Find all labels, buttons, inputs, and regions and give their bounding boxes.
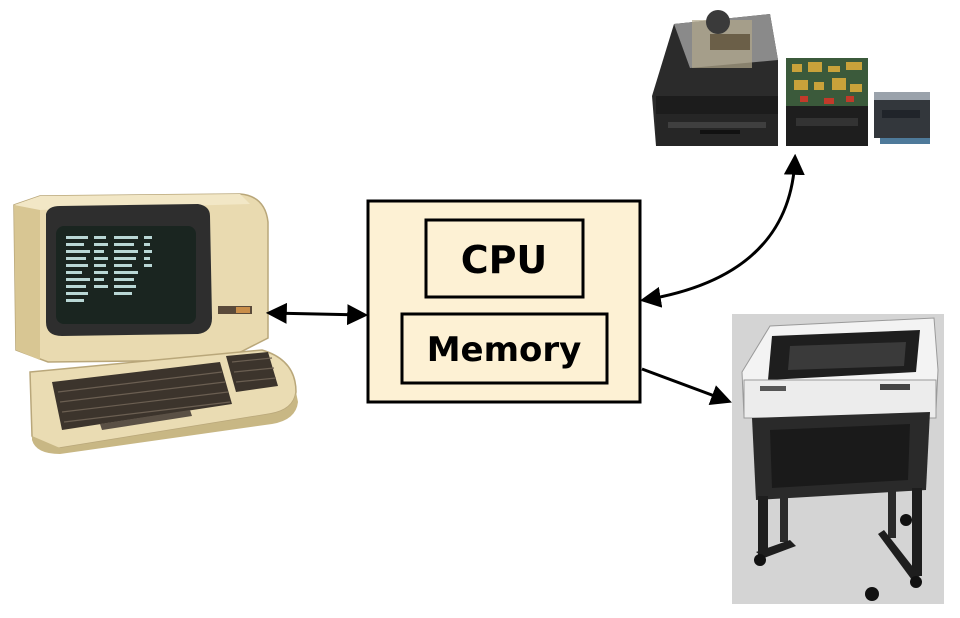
terminal-bidirectional-arrow <box>265 302 369 326</box>
memory-label: Memory <box>427 330 582 370</box>
floppy-disk-drives-icon <box>652 10 930 146</box>
printer-output-arrow <box>641 367 732 405</box>
cpu-label: CPU <box>461 238 548 282</box>
memory-box: Memory <box>400 312 609 385</box>
cpu-box: CPU <box>424 218 585 299</box>
line-printer-icon <box>732 314 944 604</box>
disk-bidirectional-arrow <box>639 153 805 308</box>
video-terminal-icon <box>13 193 298 454</box>
computer-box: CPU Memory <box>366 199 642 404</box>
